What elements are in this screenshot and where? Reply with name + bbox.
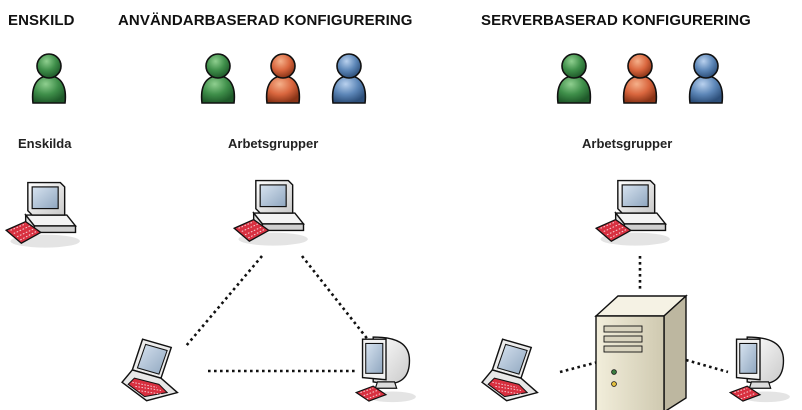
user-green-icon <box>31 53 67 104</box>
desktop-computer-icon <box>233 179 309 247</box>
user-green-icon <box>556 53 592 104</box>
heading-user-based: ANVÄNDARBASERAD KONFIGURERING <box>118 12 413 29</box>
label-workgroups-server: Arbetsgrupper <box>582 136 673 151</box>
peer-connection-lines <box>185 255 375 373</box>
server-tower-icon <box>594 294 688 410</box>
desktop-computer-icon <box>5 181 81 249</box>
desktop-computer-icon <box>595 179 671 247</box>
heading-server-based: SERVERBASERAD KONFIGURERING <box>481 12 751 29</box>
user-blue-icon <box>331 53 367 104</box>
monitor-computer-icon <box>355 336 417 403</box>
server-connection-lines <box>559 256 729 374</box>
user-green-icon <box>200 53 236 104</box>
label-workgroups-user: Arbetsgrupper <box>228 136 319 151</box>
user-orange-icon <box>622 53 658 104</box>
user-orange-icon <box>265 53 301 104</box>
laptop-icon <box>481 338 539 402</box>
user-blue-icon <box>688 53 724 104</box>
laptop-icon <box>121 338 179 402</box>
monitor-computer-icon <box>729 336 791 403</box>
heading-individual: ENSKILD <box>8 12 75 29</box>
label-individuals: Enskilda <box>18 136 72 151</box>
